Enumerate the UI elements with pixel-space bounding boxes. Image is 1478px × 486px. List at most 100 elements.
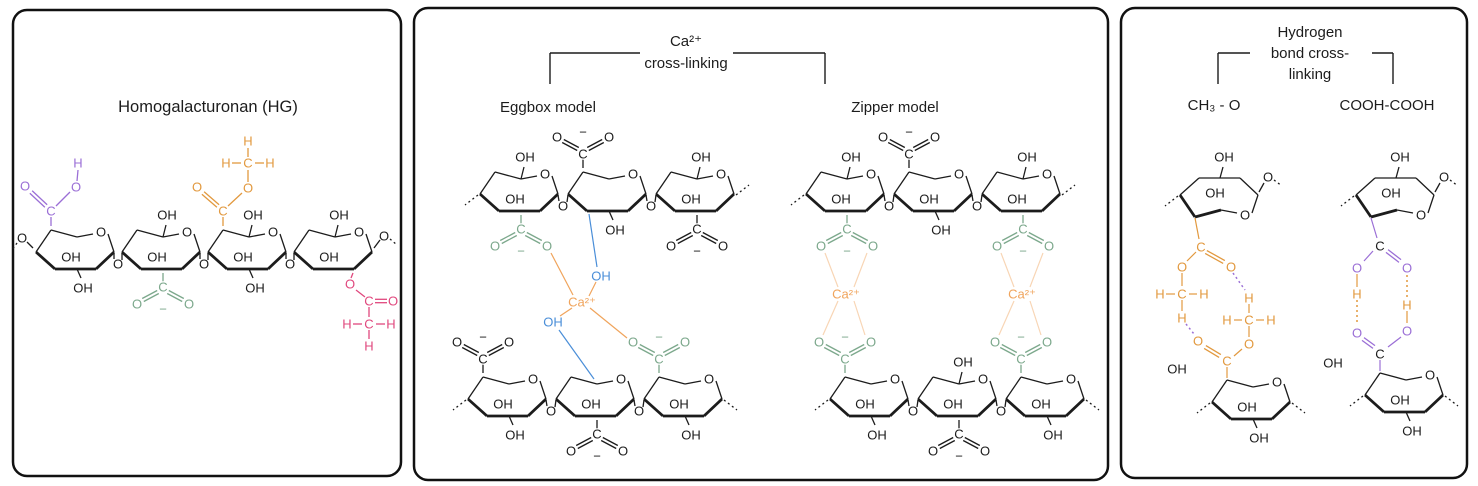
bond	[889, 397, 909, 418]
bond	[570, 376, 598, 385]
glycosidic-oxygen: O	[546, 404, 556, 419]
bond	[981, 171, 998, 195]
bond	[1233, 348, 1243, 357]
bond	[494, 171, 522, 180]
atom-OH: OH	[841, 150, 861, 165]
bond	[353, 250, 373, 271]
bond	[901, 380, 909, 400]
bond	[293, 250, 314, 271]
bond	[1283, 383, 1291, 403]
atom-C: C	[840, 352, 849, 367]
calcium-ion: Ca²⁺	[568, 295, 596, 310]
bond	[596, 380, 614, 385]
bond	[1065, 397, 1085, 418]
double-bond	[461, 346, 478, 357]
double-bond	[827, 234, 844, 245]
atom-OH: OH	[581, 397, 601, 412]
bond	[989, 380, 997, 400]
calcium-ion: Ca²⁺	[832, 287, 860, 302]
bond	[1020, 376, 1048, 385]
atom-OH: OH	[233, 250, 253, 265]
atom-C: C	[692, 222, 701, 237]
bond	[136, 229, 164, 238]
bond	[608, 175, 626, 180]
oh-coordination-bond	[558, 329, 595, 380]
atom-C: C	[158, 280, 167, 295]
bond	[870, 415, 876, 426]
double-bond	[1003, 234, 1020, 245]
bond	[981, 192, 1002, 213]
bond	[350, 272, 354, 279]
atom-OH: OH	[319, 250, 339, 265]
bond	[1226, 379, 1254, 388]
atom-OH: OH	[681, 192, 701, 207]
atom-OH: OH	[147, 250, 167, 265]
bond	[554, 399, 557, 408]
double-bond	[1363, 337, 1376, 347]
calcium-ion: Ca²⁺	[1008, 287, 1036, 302]
atom-C: C	[1244, 313, 1253, 328]
atom-OH: OH	[669, 397, 689, 412]
chain-continues	[389, 238, 398, 246]
bond	[670, 171, 698, 180]
ring-oxygen: O	[1416, 208, 1426, 223]
atom-C: C	[364, 317, 373, 332]
bond	[1186, 251, 1197, 262]
ca-coordination-bond	[853, 252, 868, 288]
atom-H: H	[265, 156, 274, 171]
bond	[892, 194, 895, 203]
atom-OH: OH	[157, 208, 177, 223]
bond	[684, 415, 690, 426]
double-bond	[1205, 344, 1222, 356]
glycosidic-oxygen: O	[199, 257, 209, 272]
bond	[1427, 194, 1435, 214]
bond	[308, 229, 336, 238]
double-bond	[1203, 347, 1220, 359]
bond	[181, 250, 201, 271]
atom-O: O	[628, 335, 638, 350]
atom-O: O	[930, 130, 940, 145]
bond	[545, 399, 548, 407]
ca-coordination-bond	[853, 300, 866, 336]
bond	[55, 191, 71, 207]
bond	[248, 233, 266, 238]
bond	[26, 241, 34, 249]
atom-H: H	[1155, 287, 1164, 302]
charge-minus: −	[841, 330, 849, 345]
charge-minus: −	[1019, 244, 1027, 259]
atom-C: C	[1177, 287, 1186, 302]
charge-minus: −	[479, 330, 487, 345]
double-bond	[964, 436, 981, 447]
bond	[76, 169, 79, 182]
double-bond	[575, 436, 592, 447]
bond	[1434, 182, 1441, 193]
bond	[1387, 336, 1402, 348]
ca-crosslinking-title-ion: Ca²⁺	[670, 33, 702, 50]
hbond-title-line3: linking	[1289, 66, 1332, 83]
bond	[508, 380, 526, 385]
bond	[1005, 397, 1026, 418]
double-bond	[1001, 231, 1018, 242]
atom-OH: OH	[855, 397, 875, 412]
bond	[608, 210, 614, 221]
bond	[365, 233, 373, 253]
bond	[355, 289, 366, 298]
double-bond	[600, 439, 617, 450]
ring-oxygen: O	[96, 225, 106, 240]
bond	[916, 399, 919, 408]
atom-C: C	[478, 352, 487, 367]
charge-minus: −	[1017, 330, 1025, 345]
bond	[877, 175, 885, 195]
glycosidic-oxygen: O	[558, 199, 568, 214]
atom-O: O	[1244, 337, 1254, 352]
double-bond	[1204, 252, 1224, 265]
atom-O: O	[132, 297, 142, 312]
atom-O: O	[184, 297, 194, 312]
atom-O: O	[1402, 261, 1412, 276]
bond	[1252, 383, 1270, 388]
bond	[121, 250, 142, 271]
ring-oxygen: O	[540, 167, 550, 182]
